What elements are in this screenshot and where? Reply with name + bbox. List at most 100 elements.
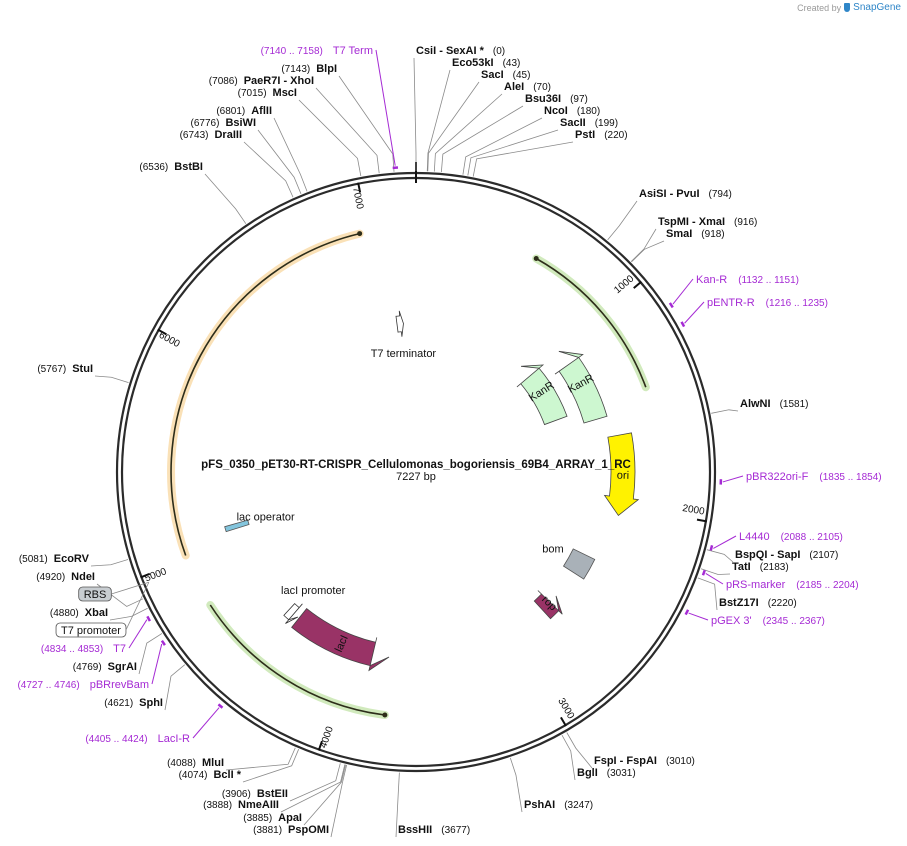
site-name: Eco53kI xyxy=(452,57,494,69)
site-position: (4880) xyxy=(50,608,79,619)
site-name: BclI * xyxy=(213,769,241,781)
site-pshai: PshAI(3247) xyxy=(524,799,593,811)
site-name: SacI xyxy=(481,69,504,81)
scale-tick-label: 1000 xyxy=(612,273,636,296)
site-position: (5767) xyxy=(37,364,66,375)
scale-tick xyxy=(357,182,362,193)
primer-name: pGEX 3' xyxy=(711,615,752,627)
site-position: (918) xyxy=(701,229,724,240)
site-name: BsiWI xyxy=(225,117,256,129)
site-leader-line xyxy=(630,228,657,262)
site-position: (3888) xyxy=(203,800,232,811)
site-leader-line xyxy=(413,57,417,171)
site-asisi-pvui: AsiSI - PvuI(794) xyxy=(639,188,732,200)
site-position: (2220) xyxy=(768,598,797,609)
site-sgrai: SgrAI(4769) xyxy=(73,661,137,673)
site-mlui: MluI(4088) xyxy=(167,757,224,769)
feature-rop xyxy=(533,590,563,620)
site-bspqi-sapi: BspQI - SapI(2107) xyxy=(735,549,838,561)
site-leader-line xyxy=(242,749,300,783)
primer-kan-r: Kan-R(1132 .. 1151) xyxy=(696,274,799,286)
site-saci: SacI(45) xyxy=(481,69,530,81)
primer-leader-line xyxy=(128,619,148,649)
primer-position: (4405 .. 4424) xyxy=(85,734,147,745)
primer-t7-term: T7 Term(7140 .. 7158) xyxy=(261,45,373,57)
site-leader-line xyxy=(472,141,574,177)
primer-pbrrevbam: pBRrevBam(4727 .. 4746) xyxy=(17,679,149,691)
site-name: BglI xyxy=(577,767,598,779)
site-position: (7143) xyxy=(281,64,310,75)
site-position: (180) xyxy=(577,106,600,117)
callout-leader-line xyxy=(111,581,149,595)
scale-tick xyxy=(157,328,167,336)
site-bsu36i: Bsu36I(97) xyxy=(525,93,588,105)
site-name: XbaI xyxy=(85,607,108,619)
feature-lac-operator-label: lac operator xyxy=(237,512,295,524)
primer-binding-mark xyxy=(668,302,674,309)
site-smai: SmaI(918) xyxy=(666,228,725,240)
feature-ori xyxy=(603,432,640,517)
site-leader-line xyxy=(467,129,559,176)
primer-leader-line xyxy=(722,475,744,483)
site-position: (4074) xyxy=(179,770,208,781)
site-position: (220) xyxy=(604,130,627,141)
site-name: SacII xyxy=(560,117,586,129)
site-bsiwi: BsiWI(6776) xyxy=(191,117,256,129)
primer-leader-line xyxy=(151,643,163,685)
site-leader-line xyxy=(109,607,148,621)
site-leader-line xyxy=(631,240,665,263)
site-leader-line xyxy=(706,549,734,563)
site-name: BspQI - SapI xyxy=(735,549,800,561)
primer-binding-mark xyxy=(709,545,714,551)
feature-laci xyxy=(291,608,390,672)
primer-position: (2088 .. 2105) xyxy=(781,532,843,543)
site-leader-line xyxy=(164,664,186,711)
orf-end-marker xyxy=(357,231,363,237)
site-eco53ki: Eco53kI(43) xyxy=(452,57,520,69)
primer-leader-line xyxy=(672,278,694,305)
site-leader-line xyxy=(330,764,348,838)
primer-laci-r: LacI-R(4405 .. 4424) xyxy=(85,733,190,745)
site-nmeaiii: NmeAIII(3888) xyxy=(203,799,279,811)
primer-t7: T7(4834 .. 4853) xyxy=(41,643,126,655)
orf-glow xyxy=(167,229,364,560)
site-leader-line xyxy=(338,75,395,172)
primer-l4440: L4440(2088 .. 2105) xyxy=(739,531,843,543)
orf-line xyxy=(170,232,360,556)
site-sacii: SacII(199) xyxy=(560,117,618,129)
site-position: (4769) xyxy=(73,662,102,673)
site-leader-line xyxy=(289,763,341,802)
site-name: FspI - FspAI xyxy=(594,755,657,767)
scale-tick-label: 7000 xyxy=(350,186,365,210)
site-name: PspOMI xyxy=(288,824,329,836)
site-position: (3031) xyxy=(607,768,636,779)
site-name: ApaI xyxy=(278,812,302,824)
site-leader-line xyxy=(697,577,718,611)
plasmid-name: pFS_0350_pET30-RT-CRISPR_Cellulomonas_bo… xyxy=(201,459,631,471)
site-leader-line xyxy=(711,409,739,414)
site-paer7i-xhoi: PaeR7I - XhoI(7086) xyxy=(209,75,314,87)
snapgene-credit: Created by SnapGene xyxy=(797,2,901,13)
callout-label: T7 promoter xyxy=(61,625,121,637)
primer-leader-line xyxy=(375,49,396,166)
site-position: (3906) xyxy=(222,789,251,800)
site-leader-line xyxy=(395,772,400,838)
site-name: AflII xyxy=(251,105,272,117)
restriction-site-layer: CsiI - SexAI *(0)Eco53kI(43)SacI(45)AleI… xyxy=(19,45,838,838)
site-leader-line xyxy=(225,747,296,771)
site-tati: TatI(2183) xyxy=(732,561,789,573)
primer-leader-line xyxy=(713,535,737,549)
site-position: (6801) xyxy=(216,106,245,117)
scale-tick xyxy=(140,572,151,579)
site-name: SphI xyxy=(139,697,163,709)
orf-end-marker xyxy=(533,256,539,262)
feature-kanr xyxy=(554,350,608,424)
site-leader-line xyxy=(440,105,524,173)
site-leader-line xyxy=(280,764,346,813)
primer-position: (4834 .. 4853) xyxy=(41,644,103,655)
site-psti: PstI(220) xyxy=(575,129,628,141)
callout-t7-promoter: T7 promoter xyxy=(55,582,150,638)
feature-laci-promoter xyxy=(283,603,303,624)
